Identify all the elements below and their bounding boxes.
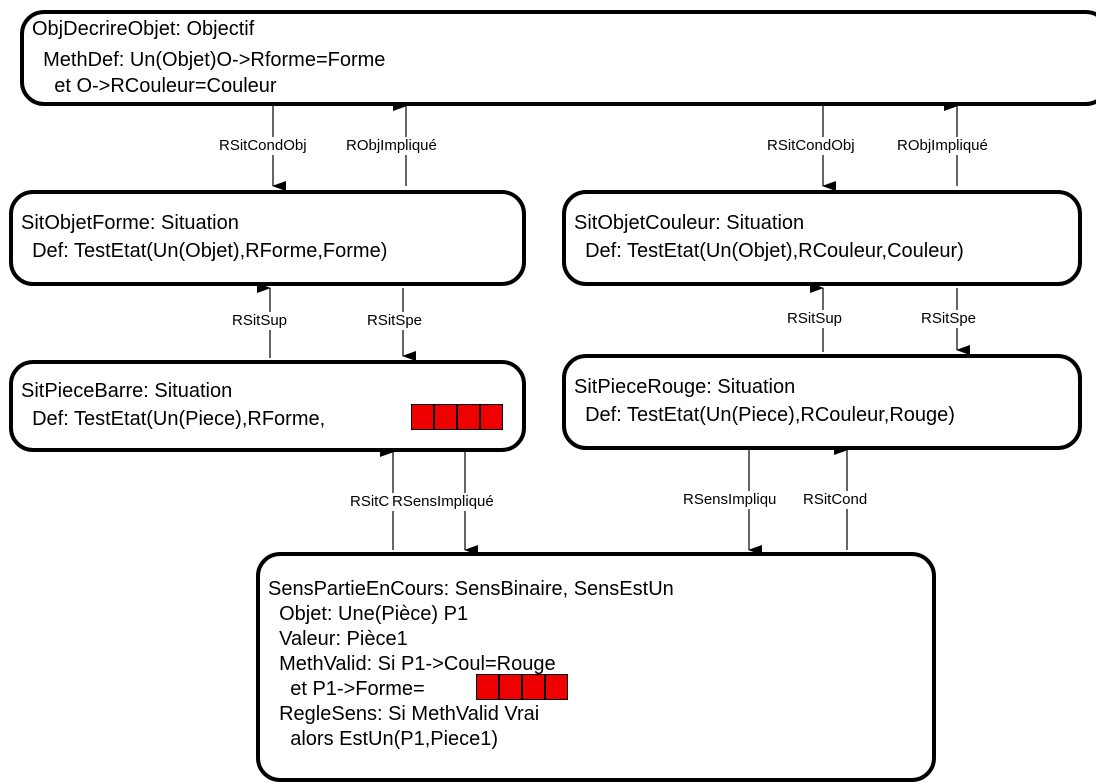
node-line: Def: TestEtat(Un(Piece),RForme, — [21, 408, 326, 430]
red-block — [434, 404, 457, 430]
edge-label: RSensImpliqué — [392, 493, 496, 511]
sens-node[interactable]: SensPartieEnCours: SensBinaire, SensEstU… — [256, 552, 936, 782]
node-line: MethValid: Si P1->Coul=Rouge — [268, 653, 556, 675]
node-line: Objet: Une(Pièce) P1 — [268, 603, 469, 625]
situation-node-rouge[interactable]: SitPieceRouge: Situation Def: TestEtat(U… — [562, 354, 1082, 450]
red-block — [480, 404, 503, 430]
node-line: Def: TestEtat(Un(Objet),RForme,Forme) — [21, 240, 388, 262]
node-title: SensPartieEnCours: SensBinaire, SensEstU… — [268, 578, 674, 600]
red-block — [411, 404, 434, 430]
edge-label: RSitC — [348, 493, 390, 511]
red-block — [499, 674, 522, 700]
edge-label: RSitCondObj — [765, 137, 857, 155]
red-block — [522, 674, 545, 700]
node-line: alors EstUn(P1,Piece1) — [268, 728, 499, 750]
red-block — [545, 674, 568, 700]
node-title: SitObjetForme: Situation — [21, 212, 239, 234]
node-line: Def: TestEtat(Un(Objet),RCouleur,Couleur… — [574, 240, 964, 262]
node-line: RegleSens: Si MethValid Vrai — [268, 703, 540, 725]
edge-label: RSitCond — [803, 491, 870, 509]
edge-label: RSitSup — [230, 312, 290, 330]
node-line: Def: TestEtat(Un(Piece),RCouleur,Rouge) — [574, 404, 955, 426]
node-line: et O->RCouleur=Couleur — [32, 75, 277, 97]
situation-node-barre[interactable]: SitPieceBarre: Situation Def: TestEtat(U… — [9, 360, 526, 452]
node-title: ObjDecrireObjet: Objectif — [32, 18, 255, 40]
node-title: SitPieceBarre: Situation — [21, 380, 233, 402]
edge-label: RSitCondObj — [217, 137, 309, 155]
red-block-sequence — [411, 404, 503, 430]
situation-node-forme[interactable]: SitObjetForme: Situation Def: TestEtat(U… — [9, 190, 526, 286]
edge-label: RSitSpe — [365, 312, 425, 330]
red-block-sequence — [476, 674, 568, 700]
edge-label: RObjImpliqué — [344, 137, 439, 155]
red-block — [476, 674, 499, 700]
node-line: MethDef: Un(Objet)O->Rforme=Forme — [32, 49, 386, 71]
edge-label: RSitSpe — [919, 310, 979, 328]
node-title: SitObjetCouleur: Situation — [574, 212, 805, 234]
node-line: Valeur: Pièce1 — [268, 628, 408, 650]
node-line: et P1->Forme= — [268, 678, 425, 700]
edge-label: RObjImpliqué — [895, 137, 990, 155]
edge-label: RSensImpliqu — [681, 491, 777, 509]
situation-node-couleur[interactable]: SitObjetCouleur: Situation Def: TestEtat… — [562, 190, 1082, 286]
red-block — [457, 404, 480, 430]
node-title: SitPieceRouge: Situation — [574, 376, 796, 398]
edge-label: RSitSup — [785, 310, 845, 328]
objectif-node[interactable]: ObjDecrireObjet: Objectif MethDef: Un(Ob… — [20, 10, 1096, 106]
